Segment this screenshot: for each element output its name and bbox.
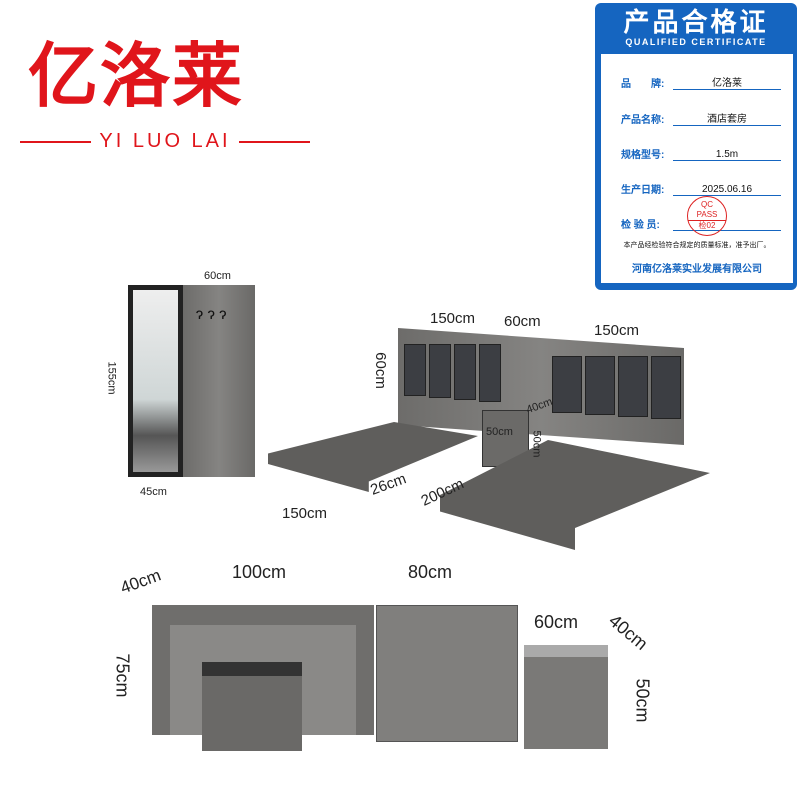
- certificate-header: 产品合格证 QUALIFIED CERTIFICATE: [595, 3, 797, 51]
- bed-front-width-label: 150cm: [282, 505, 328, 522]
- certificate-title: 产品合格证: [623, 7, 769, 37]
- mirror: [128, 285, 183, 477]
- field-value: 亿洛莱: [673, 74, 781, 90]
- certificate-subtitle: QUALIFIED CERTIFICATE: [625, 37, 767, 47]
- field-value: 1.5m: [673, 149, 781, 161]
- certificate: 产品合格证 QUALIFIED CERTIFICATE 品 牌: 亿洛莱 产品名称…: [595, 3, 797, 290]
- headboard-pads-left: [404, 344, 501, 402]
- company-name: 河南亿洛莱实业发展有限公司: [632, 264, 762, 275]
- desk-depth-label: 40cm: [117, 565, 164, 598]
- bench-height-label: 50cm: [632, 678, 653, 723]
- field-value: 2025.06.16: [673, 184, 781, 196]
- bench-depth-label: 40cm: [605, 610, 652, 654]
- bed-frame-right: [440, 440, 710, 550]
- nightstand-width-label: 50cm: [486, 426, 513, 438]
- certificate-note: 本产品经检验符合规定的质量标准，准予出厂。: [623, 242, 771, 249]
- bed-gap-label: 60cm: [504, 313, 541, 330]
- stool: [202, 662, 302, 751]
- luggage-bench: [524, 645, 608, 749]
- field-label: 品 牌:: [621, 79, 665, 90]
- brand-pinyin-text: YI LUO LAI: [99, 130, 231, 152]
- stamp-text: 检02: [688, 220, 726, 231]
- field-model: 规格型号: 1.5m: [621, 146, 781, 161]
- bed-left-width-label: 150cm: [430, 310, 476, 327]
- stamp-text: QC: [701, 200, 713, 209]
- field-value: [673, 219, 781, 231]
- field-value: 酒店套房: [673, 110, 781, 126]
- field-label: 检 验 员:: [621, 220, 660, 231]
- brand-logo: 亿洛莱: [28, 37, 244, 115]
- field-date: 生产日期: 2025.06.16: [621, 181, 781, 196]
- field-brand: 品 牌: 亿洛莱: [621, 74, 781, 90]
- field-product-name: 产品名称: 酒店套房: [621, 110, 781, 126]
- bed-right-width-label: 150cm: [594, 322, 640, 339]
- headboard-height-label: 60cm: [371, 352, 389, 389]
- headboard-pads-right: [552, 356, 681, 419]
- brand-pinyin: YI LUO LAI: [20, 130, 310, 153]
- wardrobe-width-label: 60cm: [204, 270, 231, 282]
- hook-icon: ɂ ɂ ɂ: [196, 306, 227, 323]
- certificate-body: 品 牌: 亿洛莱 产品名称: 酒店套房 规格型号: 1.5m 生产日期: 2025.06…: [600, 53, 794, 284]
- desk-height-label: 75cm: [112, 653, 133, 698]
- wardrobe-height-label: 155cm: [105, 361, 118, 395]
- cabinet-width-label: 80cm: [408, 562, 453, 582]
- stamp-text: PASS: [696, 210, 718, 219]
- bench-width-label: 60cm: [534, 612, 579, 632]
- field-label: 产品名称:: [621, 115, 665, 126]
- field-label: 生产日期:: [621, 185, 665, 196]
- wardrobe-depth-label: 45cm: [140, 486, 167, 498]
- cabinet: [376, 605, 518, 742]
- desk-width-label: 100cm: [232, 562, 287, 582]
- nightstand-height-label: 50cm: [530, 430, 543, 458]
- field-label: 规格型号:: [621, 150, 665, 161]
- field-inspector: 检 验 员:: [621, 216, 781, 231]
- coat-rack-panel: [183, 285, 255, 477]
